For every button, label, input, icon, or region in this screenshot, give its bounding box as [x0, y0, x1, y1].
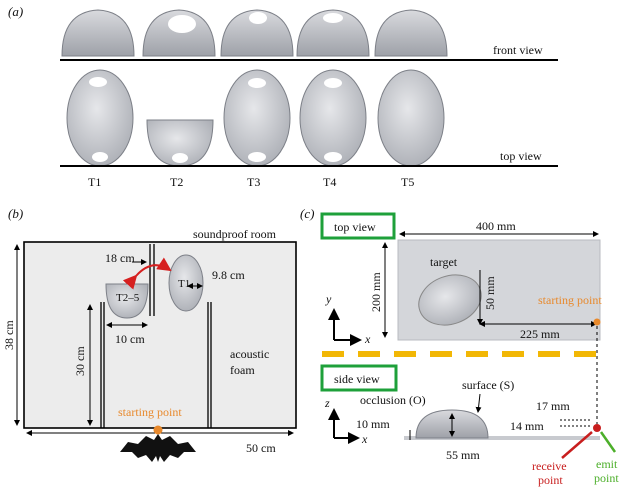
dome-t5-front	[374, 9, 448, 57]
start-point-c	[593, 318, 601, 326]
dim-98cm: 9.8 cm	[212, 268, 245, 282]
oval-t5-top	[377, 69, 445, 167]
top-view-row	[66, 69, 445, 167]
dim-30cm: 30 cm	[73, 346, 87, 376]
dome-t4-front	[296, 9, 370, 57]
target-label-t5: T5	[401, 175, 414, 189]
dome-t2-front	[142, 9, 216, 57]
receive-label-1: receive	[532, 459, 567, 473]
room-outline	[23, 241, 297, 429]
start-point-b	[153, 425, 163, 435]
panel-b-label: (b)	[8, 206, 23, 221]
receive-label-2: point	[538, 473, 563, 487]
emit-label-2: point	[594, 471, 619, 485]
side-view-title: side view	[334, 372, 380, 386]
top-view-title: top view	[334, 220, 376, 234]
target-label-t1: T1	[88, 175, 101, 189]
target-label-t2: T2	[170, 175, 183, 189]
label-t25: T2–5	[116, 292, 140, 304]
axis-x-label-side: x	[361, 432, 368, 446]
axis-z-label: z	[324, 396, 330, 410]
target-label-t3: T3	[247, 175, 260, 189]
target-label-t4: T4	[323, 175, 336, 189]
dim-50cm: 50 cm	[246, 441, 276, 455]
top-view-label: top view	[500, 149, 542, 163]
axis-x-label-top: x	[364, 332, 371, 346]
dim-55mm: 55 mm	[446, 448, 480, 462]
surface-label: surface (S)	[462, 378, 514, 392]
dome-t1-front	[61, 9, 135, 57]
room-label: soundproof room	[193, 227, 277, 241]
axis-y-label: y	[325, 292, 332, 306]
dim-50mm: 50 mm	[483, 276, 497, 310]
emit-label-1: emit	[596, 457, 618, 471]
foam-label-1: acoustic	[230, 347, 269, 361]
receive-point-marker	[593, 424, 601, 432]
dim-200mm: 200 mm	[369, 272, 383, 312]
label-t1: T1	[178, 278, 190, 290]
dome-t3-front	[220, 9, 294, 57]
rotation-arrow	[122, 257, 172, 290]
receive-arrow	[561, 431, 593, 459]
dim-225mm: 225 mm	[520, 327, 560, 341]
start-label-c: starting point	[538, 293, 602, 307]
panel-a-label: (a)	[8, 4, 23, 19]
target-t25-schematic	[105, 283, 149, 319]
dim-17mm: 17 mm	[536, 399, 570, 413]
bat-icon	[120, 434, 196, 462]
front-view-row	[61, 9, 448, 57]
panel-c-label: (c)	[300, 206, 314, 221]
occlusion-label: occlusion (O)	[360, 393, 426, 407]
dim-10cm: 10 cm	[115, 332, 145, 346]
target-label: target	[430, 255, 458, 269]
side-view-box	[320, 364, 398, 392]
front-view-label: front view	[493, 43, 543, 57]
start-label-b: starting point	[118, 405, 182, 419]
emit-arrow	[599, 431, 617, 453]
top-view-box	[320, 212, 396, 240]
dim-400mm: 400 mm	[476, 219, 516, 233]
side-view-platform	[404, 436, 600, 440]
dim-10mm: 10 mm	[356, 417, 390, 431]
dim-18cm: 18 cm	[105, 251, 135, 265]
dim-14mm: 14 mm	[510, 419, 544, 433]
foam-label-2: foam	[230, 363, 255, 377]
dim-38cm: 38 cm	[2, 320, 16, 350]
